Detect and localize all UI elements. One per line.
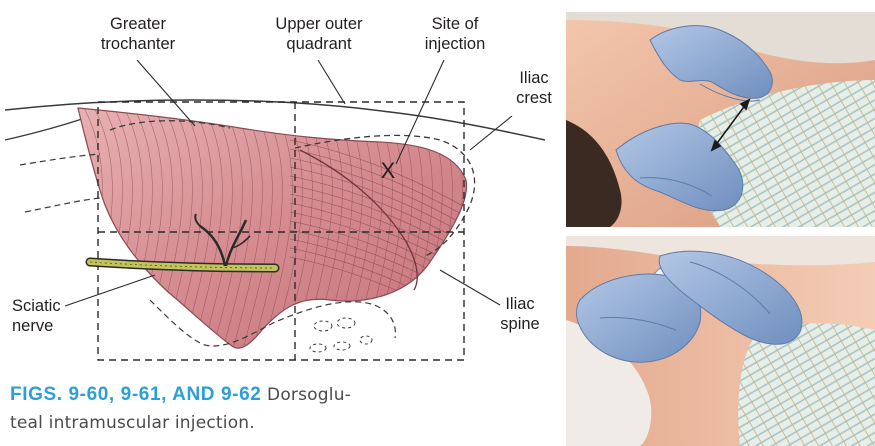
gluteus-muscle [78, 108, 467, 348]
label-site-of-injection: Site of injection [410, 14, 500, 54]
figure-caption: FIGS. 9-60, 9-61, AND 9-62 Dorsoglu- tea… [10, 381, 558, 437]
label-greater-trochanter: Greater trochanter [88, 14, 188, 54]
coccyx-outline [310, 318, 372, 352]
pelvis-outline-left2 [25, 198, 100, 212]
gluteal-anatomy-diagram [0, 60, 545, 360]
injection-site-mark: X [378, 159, 398, 183]
label-iliac-crest: Iliac crest [506, 68, 562, 108]
label-iliac-spine: Iliac spine [492, 294, 548, 334]
pelvis-outline-left [20, 154, 100, 165]
figure-id: FIGS. 9-60, 9-61, AND 9-62 [10, 384, 261, 405]
caption-text-2: teal intramuscular injection. [10, 409, 558, 437]
label-sciatic-nerve: Sciatic nerve [12, 296, 61, 336]
photo-landmark-palpation [566, 12, 875, 227]
photo-needle-insertion [566, 236, 875, 446]
label-upper-outer-quadrant: Upper outer quadrant [260, 14, 378, 54]
caption-text-1: Dorsoglu- [261, 385, 351, 405]
